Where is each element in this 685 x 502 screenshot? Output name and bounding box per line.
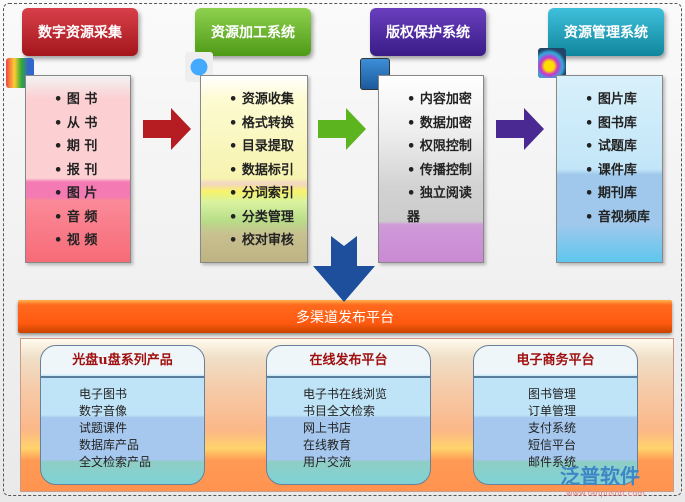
product-item: 全文检索产品 <box>79 455 152 469</box>
product-box-ecommerce: 电子商务平台 图书管理 订单管理 支付系统 短信平台 邮件系统 <box>473 345 638 485</box>
logo-url: www.fanpusoft.com <box>566 489 645 498</box>
platform-bar: 多渠道发布平台 <box>18 300 672 333</box>
list-item: • 图书库 <box>585 115 637 131</box>
list-item: • 试题库 <box>585 139 637 154</box>
list-item: • 分词索引 <box>229 186 294 201</box>
product-item: 数据库产品 <box>79 438 140 452</box>
product-item: 支付系统 <box>528 421 577 435</box>
list-collection: • 图 书 • 从 书 • 期 刊 • 报 刊 • 图 片 • 音 频 • 视 … <box>25 75 131 263</box>
product-item: 图书管理 <box>528 387 577 401</box>
list-item: • 期 刊 <box>54 139 98 154</box>
product-box-online: 在线发布平台 电子书在线浏览 书目全文检索 网上书店 在线教育 用户交流 <box>266 345 431 485</box>
watermark-logo: 泛普软件 www.fanpusoft.com <box>560 460 645 498</box>
product-item: 电子图书 <box>79 387 128 401</box>
list-item: • 权限控制 <box>407 139 472 154</box>
product-item: 网上书店 <box>303 421 352 435</box>
list-item: • 目录提取 <box>229 139 294 154</box>
outer-frame <box>3 3 682 496</box>
list-item: • 图 书 <box>54 92 98 107</box>
product-item: 数字音像 <box>79 404 128 418</box>
product-item: 短信平台 <box>528 438 577 452</box>
list-copyright: • 内容加密 • 数据加密 • 权限控制 • 传播控制 • 独立阅读器 <box>378 75 484 263</box>
product-item: 书目全文检索 <box>303 404 376 418</box>
list-item: • 内容加密 <box>407 92 472 107</box>
list-item: • 音 频 <box>54 209 98 225</box>
list-item: • 数据加密 <box>407 115 472 131</box>
header-copyright: 版权保护系统 <box>370 8 486 56</box>
list-management: • 图片库 • 图书库 • 试题库 • 课件库 • 期刊库 • 音视频库 <box>556 75 663 263</box>
product-item: 邮件系统 <box>528 455 577 469</box>
list-item: • 分类管理 <box>229 209 294 225</box>
list-processing: • 资源收集 • 格式转换 • 目录提取 • 数据标引 • 分词索引 • 分类管… <box>200 75 308 263</box>
list-item: • 期刊库 <box>585 186 637 201</box>
list-item: • 资源收集 <box>229 92 294 107</box>
arrow-down-blue-icon <box>313 236 375 302</box>
list-item: • 格式转换 <box>229 115 294 131</box>
product-title: 电子商务平台 <box>474 346 637 378</box>
product-title: 光盘u盘系列产品 <box>41 346 204 378</box>
product-box-disc-usb: 光盘u盘系列产品 电子图书 数字音像 试题课件 数据库产品 全文检索产品 <box>40 345 205 485</box>
header-management: 资源管理系统 <box>548 8 664 56</box>
list-item: • 从 书 <box>54 115 98 131</box>
header-processing: 资源加工系统 <box>195 8 311 56</box>
product-item: 订单管理 <box>528 404 577 418</box>
arrow-right-green-icon <box>318 108 366 150</box>
product-title: 在线发布平台 <box>267 346 430 378</box>
list-item: • 课件库 <box>585 162 637 178</box>
list-item: • 图片库 <box>585 92 637 107</box>
list-item: • 图 片 <box>54 186 98 201</box>
product-item: 试题课件 <box>79 421 128 435</box>
product-item: 在线教育 <box>303 438 352 452</box>
product-item: 电子书在线浏览 <box>303 387 388 401</box>
logo-name: 泛普软件 <box>560 464 640 488</box>
arrow-right-red-icon <box>143 108 191 150</box>
list-item: • 数据标引 <box>229 162 294 178</box>
disc-icon <box>538 48 566 78</box>
list-item: • 视 频 <box>54 233 98 248</box>
list-item: • 音视频库 <box>585 209 650 225</box>
list-item: • 报 刊 <box>54 162 98 178</box>
product-item: 用户交流 <box>303 455 352 469</box>
list-item: • 独立阅读器 <box>407 186 472 225</box>
header-collection: 数字资源采集 <box>22 8 138 56</box>
list-item: • 传播控制 <box>407 162 472 178</box>
list-item: • 校对审核 <box>229 233 294 248</box>
arrow-right-purple-icon <box>496 108 544 150</box>
